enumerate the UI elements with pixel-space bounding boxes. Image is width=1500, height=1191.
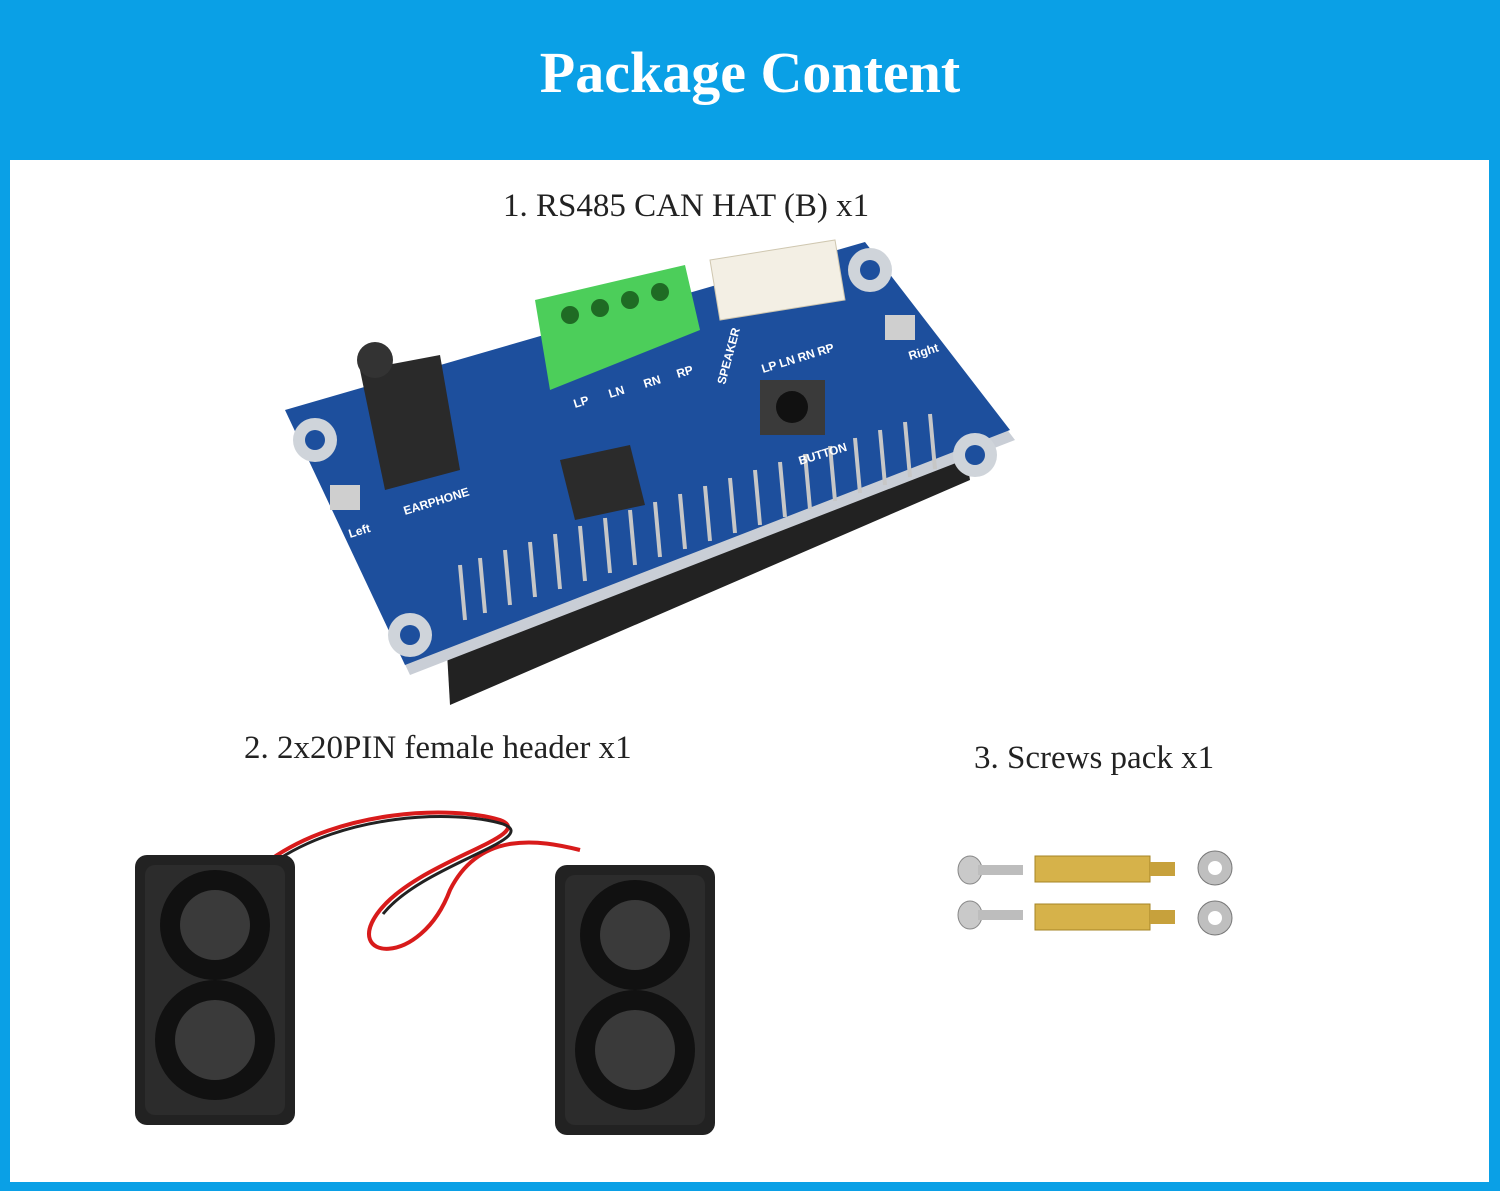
page-title: Package Content xyxy=(539,40,961,105)
silk-left: Left xyxy=(347,521,372,541)
silk-terminal-rp: RP xyxy=(675,363,695,381)
speakers-image xyxy=(120,800,740,1140)
silk-terminal-lp: LP xyxy=(572,393,591,411)
silk-terminal-ln: LN xyxy=(607,383,626,401)
silk-terminal-rn: RN xyxy=(642,372,663,390)
item-label-hat: 1. RS485 CAN HAT (B) x1 xyxy=(503,188,870,224)
item-label-screws: 3. Screws pack x1 xyxy=(974,740,1215,776)
hat-board-image: EARPHONE Left Right BUTTON SPEAKER LP LN… xyxy=(270,230,1030,710)
screws-pack-image xyxy=(950,840,1250,950)
item-label-header: 2. 2x20PIN female header x1 xyxy=(244,730,632,766)
